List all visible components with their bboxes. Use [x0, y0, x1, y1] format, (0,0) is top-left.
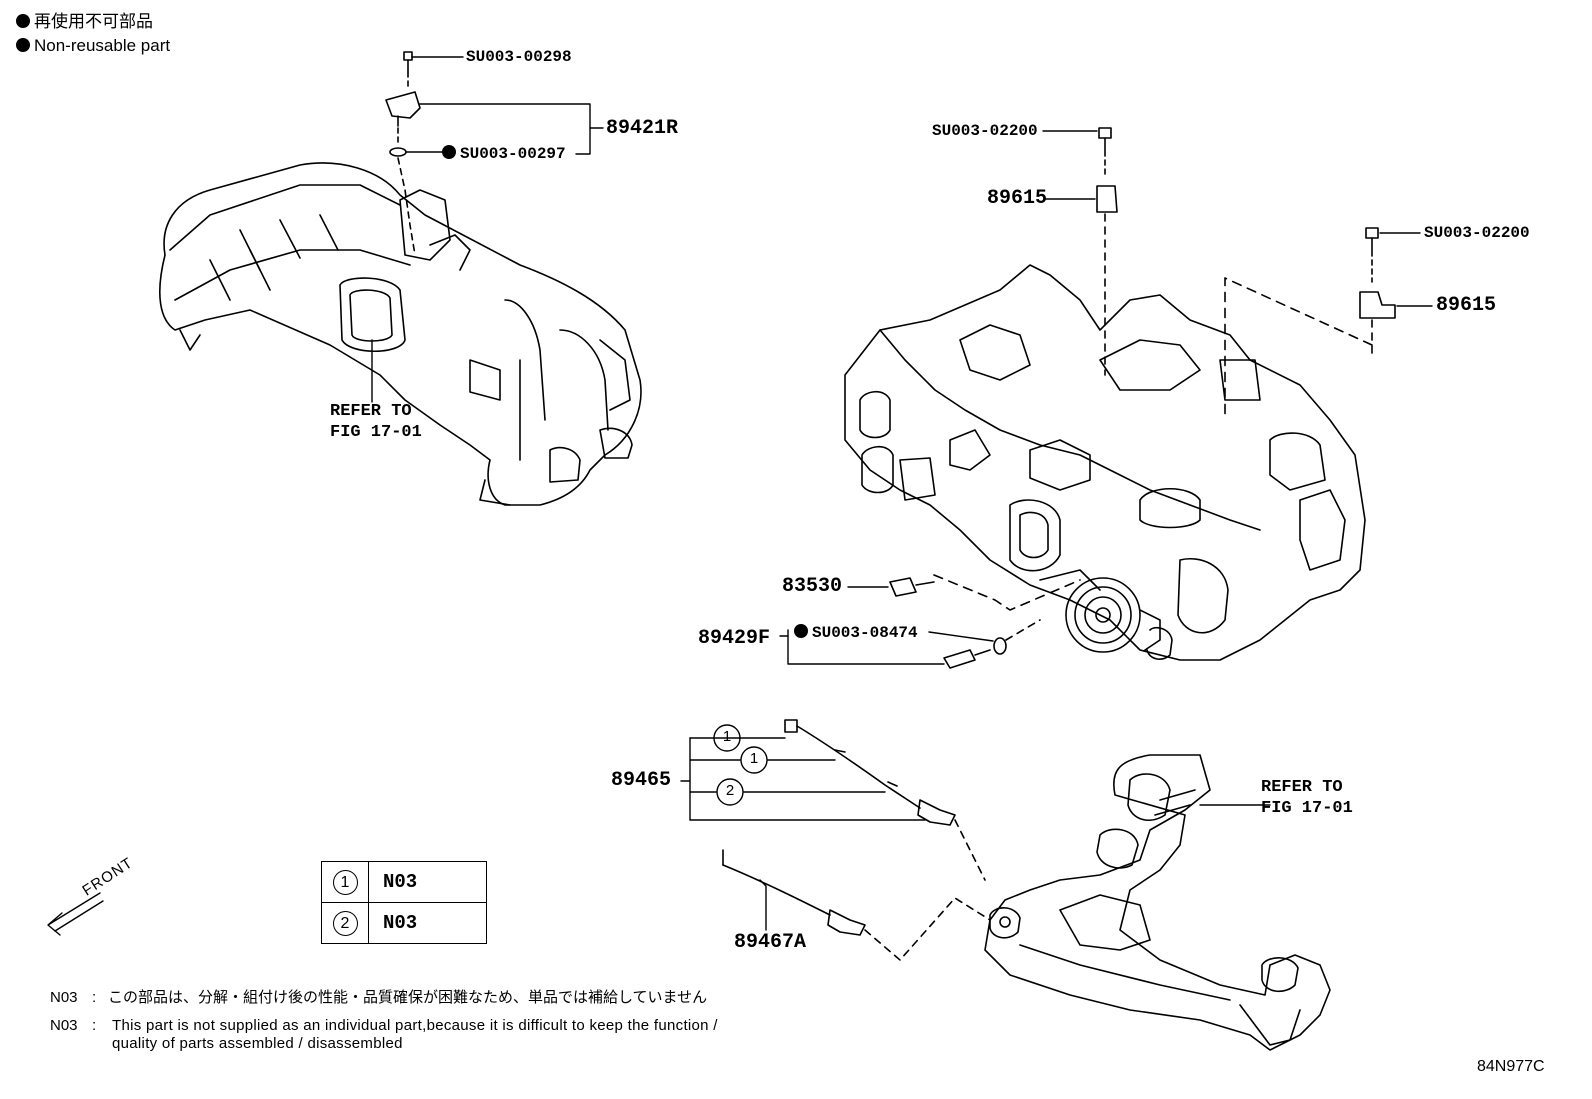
note-jp-colon: :	[92, 989, 97, 1006]
legend-en-text: Non-reusable part	[34, 36, 171, 55]
figure-id: 84N977C	[1477, 1058, 1545, 1075]
refer-to-fig-left: REFER TO FIG 17-01	[330, 402, 422, 442]
part-83530: 83530	[782, 575, 843, 598]
part-89615-upper: 89615	[987, 187, 1048, 210]
note-table-row: 2 N03	[321, 902, 487, 944]
note-num-circle: 1	[332, 869, 358, 895]
exhaust-manifold-illustration	[984, 754, 1331, 1051]
part-89421R: 89421R	[606, 117, 679, 140]
part-su003-08474: SU003-08474	[794, 624, 918, 641]
leader-lines	[47, 56, 1433, 936]
callout-circle-1a: 1	[722, 728, 732, 745]
note-jp-code: N03	[50, 989, 78, 1006]
part-su003-00297-text: SU003-00297	[460, 145, 566, 163]
legend-jp-text: 再使用不可部品	[34, 12, 153, 31]
part-89467A: 89467A	[734, 931, 807, 954]
part-su003-02200-right: SU003-02200	[1424, 224, 1530, 242]
part-su003-02200-upper: SU003-02200	[932, 122, 1038, 140]
legend-en: Non-reusable part	[16, 37, 170, 54]
legend-jp: 再使用不可部品	[16, 13, 153, 30]
part-su003-08474-text: SU003-08474	[812, 624, 918, 642]
oil-pressure-switch-illustration	[889, 574, 1081, 611]
air-fuel-sensor-illustration	[784, 719, 986, 881]
note-num-circle: 2	[332, 910, 358, 936]
part-su003-00298: SU003-00298	[466, 48, 572, 66]
intake-manifold-illustration	[159, 162, 642, 506]
note-table-row: 1 N03	[321, 861, 487, 903]
note-en-colon: :	[92, 1017, 97, 1034]
note-table-num-cell: 1	[321, 861, 369, 903]
note-table: 1 N03 2 N03	[321, 861, 487, 944]
note-jp-text: この部品は、分解・組付け後の性能・品質確保が困難なため、単品では補給していません	[108, 989, 708, 1006]
note-en-line2: quality of parts assembled / disassemble…	[112, 1035, 403, 1052]
note-table-code-cell: N03	[368, 902, 487, 944]
part-89429F: 89429F	[698, 627, 771, 650]
non-reusable-dot-icon	[16, 38, 30, 52]
note-table-num-cell: 2	[321, 902, 369, 944]
note-en-line1: This part is not supplied as an individu…	[112, 1017, 718, 1034]
coolant-temp-sensor-illustration	[943, 619, 1041, 669]
callout-circle-2: 2	[725, 782, 735, 799]
crank-pulley-illustration	[1065, 577, 1173, 660]
map-sensor-illustration	[385, 51, 421, 256]
note-table-code-cell: N03	[368, 861, 487, 903]
callout-circle-1b: 1	[749, 750, 759, 767]
non-reusable-dot-icon	[442, 145, 456, 159]
callout-circles	[713, 724, 768, 806]
part-su003-00297: SU003-00297	[442, 145, 566, 162]
engine-block-illustration	[844, 264, 1366, 661]
knock-sensor-upper-illustration	[1096, 127, 1118, 376]
part-89465: 89465	[611, 769, 672, 792]
refer-to-fig-right: REFER TO FIG 17-01	[1261, 778, 1353, 818]
knock-sensor-right-illustration	[1224, 227, 1396, 416]
part-89615-right: 89615	[1436, 294, 1497, 317]
oxygen-sensor-illustration	[722, 849, 991, 961]
note-en-code: N03	[50, 1017, 78, 1034]
non-reusable-dot-icon	[794, 624, 808, 638]
non-reusable-dot-icon	[16, 14, 30, 28]
